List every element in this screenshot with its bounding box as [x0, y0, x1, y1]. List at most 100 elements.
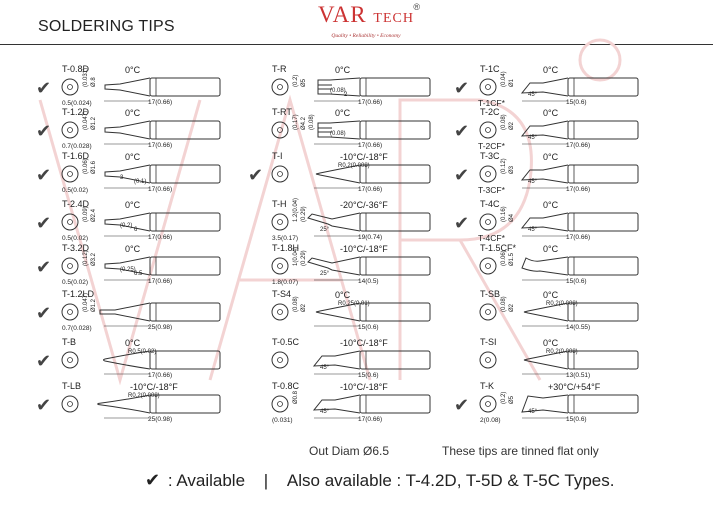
tip-length-dim: 17(0.66)	[148, 372, 173, 379]
tip-profile	[523, 350, 569, 370]
tip-face-center	[485, 309, 491, 315]
tip-diameter-dim: Ø3	[509, 165, 515, 174]
tip-face-circle	[61, 213, 79, 231]
tip-barrel	[359, 77, 431, 97]
check-mark-icon: ✔	[36, 213, 52, 233]
tip-drawing	[479, 212, 639, 237]
tip-face-dim: 0.7(0.028)	[62, 325, 92, 332]
tip-barrel	[567, 302, 639, 322]
tip-temperature: 0°C	[543, 200, 559, 210]
tip-face-circle	[61, 303, 79, 321]
tip-drawing	[271, 164, 431, 189]
tip-temperature: 0°C	[125, 65, 141, 75]
tip-face-dim: 0.7(0.028)	[62, 143, 92, 150]
tip-side-dim: (0.08)	[330, 88, 346, 94]
check-mark-icon: ✔	[36, 395, 52, 415]
tip-drawing	[61, 164, 221, 189]
tip-face-center	[67, 219, 73, 225]
tip-length-dim: 17(0.66)	[148, 142, 173, 149]
tip-length-dim: 17(0.66)	[148, 278, 173, 285]
check-mark-icon: ✔	[36, 121, 52, 141]
tip-profile	[104, 77, 151, 97]
header-divider	[0, 44, 713, 45]
tip-diameter-dim: Ø1.6	[91, 160, 97, 174]
tip-name: T-1.8H	[272, 243, 300, 253]
tinned-flat-note: These tips are tinned flat only	[442, 444, 599, 458]
tip-length-dim: 17(0.66)	[358, 186, 383, 193]
tip-diameter-dim: Ø1	[509, 78, 515, 87]
tip-name: T-1.2D	[62, 107, 90, 117]
tip-length-dim: 15(0.6)	[358, 324, 379, 331]
tip-profile	[520, 212, 569, 232]
tip-temperature: +30°C/+54°F	[548, 382, 601, 392]
tip-drawing	[271, 394, 431, 419]
tip-face-circle	[271, 257, 289, 275]
tip-face-center	[67, 357, 73, 363]
tip-length-dim: 13(0.51)	[566, 372, 591, 379]
tip-face-dim: 0.5(0.02)	[62, 235, 89, 242]
tip-face-center	[277, 219, 283, 225]
tip-radius-dim: R0.2(0.008)	[546, 301, 578, 307]
tip-face-center	[485, 171, 491, 177]
tip-face-circle	[479, 78, 497, 96]
tip-drawing	[271, 212, 431, 237]
tip-length-dim: 15(0.6)	[566, 278, 587, 285]
tip-drawing	[271, 350, 431, 375]
tip-face-circle	[271, 78, 289, 96]
tip-face-circle	[61, 121, 79, 139]
tip-temperature: 0°C	[543, 152, 559, 162]
tip-barrel	[149, 164, 221, 184]
tip-face-center	[67, 171, 73, 177]
tip-temperature: 0°C	[543, 338, 559, 348]
tip-face-center	[485, 219, 491, 225]
tip-face-circle	[61, 78, 79, 96]
tip-side-dim: 6.5	[134, 271, 143, 277]
tip-barrel	[149, 350, 221, 370]
tip-barrel	[149, 120, 221, 140]
tip-face-center	[277, 263, 283, 269]
tip-drawing	[479, 164, 639, 189]
tip-profile	[97, 394, 151, 414]
check-mark-icon: ✔	[454, 78, 470, 98]
tip-side-dim: (0.08)	[330, 131, 346, 137]
tip-profile	[104, 164, 151, 184]
tip-drawing	[271, 77, 431, 102]
tip-drawing	[61, 212, 221, 237]
tip-profile	[521, 256, 569, 276]
tip-angle-dim: 25°	[320, 271, 330, 277]
tip-length-dim: 17(0.66)	[148, 99, 173, 106]
tip-face-circle	[61, 395, 79, 413]
tip-face-center	[67, 84, 73, 90]
tip-face-center	[67, 401, 73, 407]
tip-diameter-dim: Ø1.5	[509, 252, 515, 266]
tip-barrel	[149, 394, 221, 414]
tip-profile	[104, 256, 151, 276]
tip-temperature: 0°C	[125, 108, 141, 118]
tip-face-center	[67, 127, 73, 133]
tip-length-dim: 19(0.74)	[358, 234, 383, 241]
